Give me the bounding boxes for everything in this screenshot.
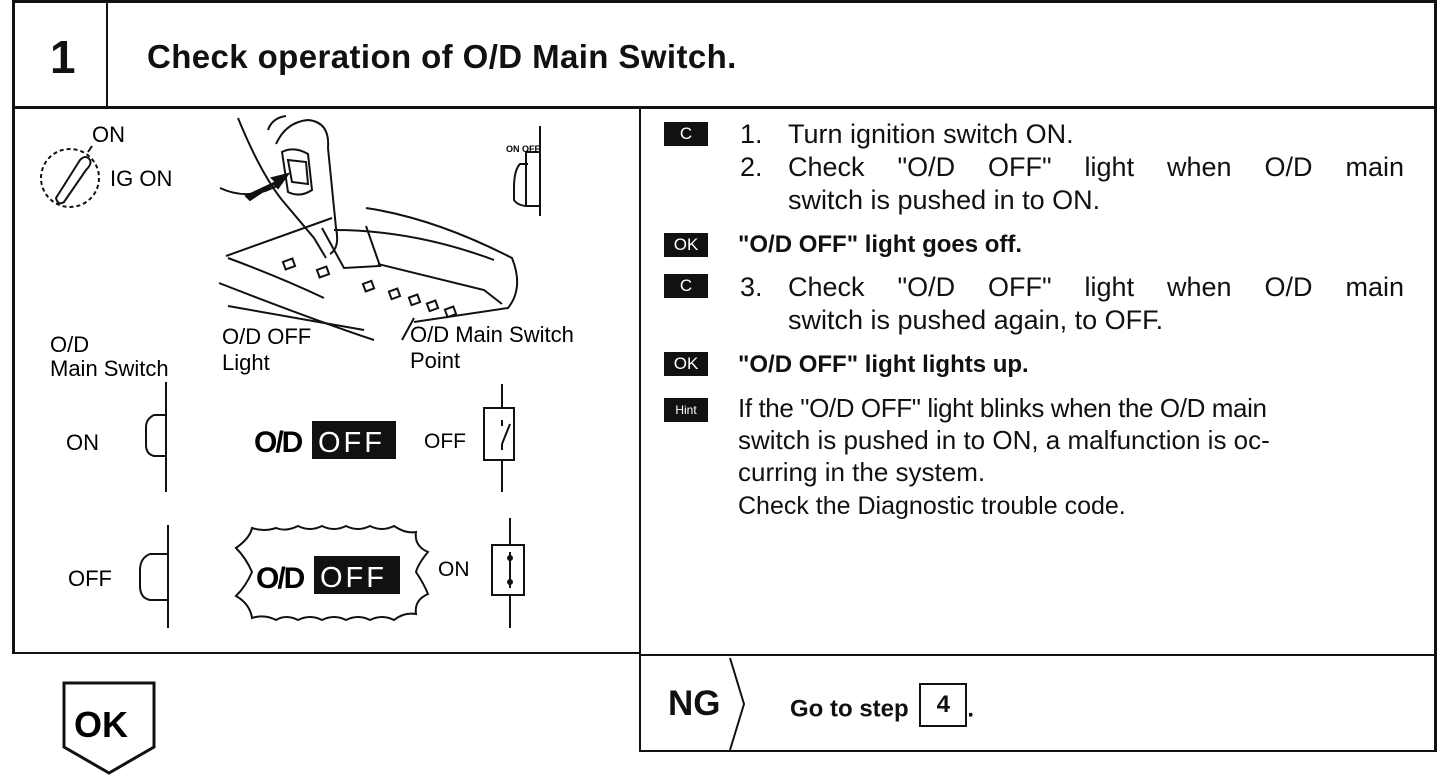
shift-lever-icon (218, 115, 519, 341)
switch-inset-icon (513, 126, 541, 216)
step2-number: 2. (740, 152, 763, 182)
ignition-key-icon (40, 145, 100, 208)
row1-lamp-off: OFF (318, 427, 385, 459)
blink-starburst-icon (234, 524, 430, 622)
ng-result-label: NG (668, 684, 721, 723)
step-number-divider (106, 0, 108, 106)
main-switch-on-icon (145, 382, 167, 492)
main-switch-label-line1: O/D (50, 332, 89, 357)
frame-left-border (12, 0, 15, 654)
point-label-line2: Point (410, 348, 460, 373)
point-label-line1: O/D Main Switch (410, 322, 574, 347)
tag-ok-1: OK (664, 233, 708, 257)
step1-text: Turn ignition switch ON. (788, 119, 1074, 149)
row1-state-label: ON (66, 430, 99, 455)
hint-line1: If the "O/D OFF" light blinks when the O… (738, 393, 1267, 423)
ok-result-badge: OK (62, 681, 156, 775)
main-switch-label-line2: Main Switch (50, 356, 169, 381)
tag-check-2: C (664, 274, 708, 298)
ng-chevron-icon (729, 657, 746, 751)
step3-line1: Check "O/D OFF" light when O/D main (788, 272, 1404, 302)
hint-line3: curring in the system. (738, 457, 986, 487)
step-number: 1 (50, 31, 76, 83)
row2-state-label: OFF (68, 566, 112, 591)
hint-line2: switch is pushed in to ON, a malfunction… (738, 425, 1270, 455)
switch-diagram: ON IG ON ON OFF O/D Main Switch O/D OFF … (40, 115, 574, 628)
hint-line4: Check the Diagnostic trouble code. (738, 492, 1126, 520)
row1-lamp-od: O/D (254, 426, 303, 459)
row2-lamp-off: OFF (320, 562, 387, 594)
ok1-text: "O/D OFF" light goes off. (738, 231, 1023, 258)
ignition-on-label: ON (92, 122, 125, 147)
step1-number: 1. (740, 119, 763, 149)
off-light-label-line2: Light (222, 350, 270, 375)
row1-point-state: OFF (424, 430, 466, 453)
step3-line2: switch is pushed again, to OFF. (788, 305, 1164, 335)
ok2-text: "O/D OFF" light lights up. (738, 351, 1029, 378)
step2-line2: switch is pushed in to ON. (788, 185, 1101, 215)
push-arrow-icon (244, 172, 291, 202)
goto-step-box[interactable]: 4 (919, 683, 968, 727)
shift-slots (281, 257, 458, 319)
frame-top-border (12, 0, 1436, 3)
row2-point-state: ON (438, 558, 470, 581)
inset-switch-label: ON OFF (506, 144, 540, 154)
row2-lamp-od: O/D (256, 562, 305, 595)
frame-right-border (1434, 0, 1437, 752)
result-bottom-border (639, 750, 1436, 752)
point-switch-open-icon (483, 384, 515, 492)
off-light-label-line1: O/D OFF (222, 324, 311, 349)
point-switch-closed-icon (491, 518, 525, 628)
goto-period: . (967, 695, 975, 723)
ok-result-label: OK (74, 704, 128, 745)
tag-check-1: C (664, 122, 708, 146)
right-bottom-divider (639, 654, 1436, 656)
column-divider (639, 106, 641, 752)
goto-step-instruction: Go to step 4. (790, 683, 975, 727)
ignition-ig-on-label: IG ON (110, 166, 172, 191)
goto-text: Go to step (790, 695, 909, 723)
header-divider (12, 106, 1436, 109)
tag-hint: Hint (664, 398, 708, 422)
main-switch-off-icon (139, 525, 169, 628)
step3-number: 3. (740, 272, 763, 302)
figure-bottom-border (12, 652, 641, 654)
page-title: Check operation of O/D Main Switch. (147, 38, 737, 75)
step2-line1: Check "O/D OFF" light when O/D main (788, 152, 1404, 182)
tag-ok-2: OK (664, 352, 708, 376)
